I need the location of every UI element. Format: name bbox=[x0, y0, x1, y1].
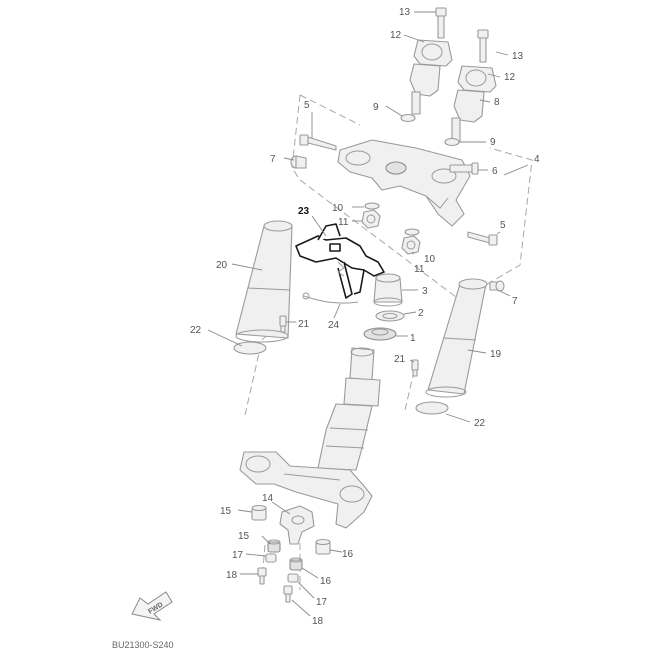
grommet-16-left[interactable] bbox=[267, 539, 281, 553]
washer-10-right[interactable] bbox=[404, 228, 420, 236]
bolt-6[interactable] bbox=[449, 162, 479, 175]
bearing-3[interactable] bbox=[373, 273, 403, 307]
cable-tie-24[interactable] bbox=[302, 292, 359, 304]
cap-7-right[interactable] bbox=[489, 280, 505, 292]
callout-3: 3 bbox=[422, 286, 428, 297]
bolt-5-upper[interactable] bbox=[299, 134, 337, 151]
callout-1: 1 bbox=[410, 333, 416, 344]
callout-19: 19 bbox=[490, 349, 502, 360]
collar-17-right[interactable] bbox=[287, 573, 299, 583]
lower-bracket[interactable] bbox=[239, 451, 373, 529]
callout-labels: 13 12 13 12 8 5 9 9 7 4 6 10 11 23 5 10 … bbox=[190, 7, 540, 627]
washer-10-left[interactable] bbox=[364, 202, 380, 210]
lower-dashed-guide-2 bbox=[261, 544, 266, 581]
callout-7b: 7 bbox=[512, 296, 518, 307]
o-ring-22-left[interactable] bbox=[233, 341, 267, 355]
callout-21b: 21 bbox=[394, 354, 406, 365]
callout-8: 8 bbox=[494, 97, 500, 108]
callout-11b: 11 bbox=[414, 264, 425, 275]
callout-10b: 10 bbox=[424, 254, 436, 265]
grommet-16-right[interactable] bbox=[289, 557, 303, 571]
callout-22b: 22 bbox=[474, 418, 486, 429]
screw-21-right[interactable] bbox=[411, 359, 419, 377]
handlebar-holder-upper-left[interactable] bbox=[413, 39, 453, 67]
washer-9-right[interactable] bbox=[444, 137, 460, 147]
handlebar-holder-upper-right[interactable] bbox=[457, 65, 497, 93]
callout-21a: 21 bbox=[298, 319, 310, 330]
collar-15-right[interactable] bbox=[315, 538, 331, 555]
callout-15a: 15 bbox=[220, 506, 232, 517]
callout-15b: 16 bbox=[342, 549, 354, 560]
callout-12b: 12 bbox=[504, 72, 516, 83]
assembly-dashed-outline bbox=[291, 94, 533, 301]
callout-9b: 9 bbox=[490, 137, 496, 148]
spring-pin bbox=[337, 261, 345, 277]
callout-4: 4 bbox=[534, 154, 540, 165]
cap-7-left[interactable] bbox=[290, 155, 307, 169]
callout-16a: 15 bbox=[238, 531, 250, 542]
highlighted-clamp-23[interactable] bbox=[295, 223, 385, 299]
callout-18a: 18 bbox=[226, 570, 238, 581]
stem-dashed-guide bbox=[244, 319, 283, 416]
callout-12a: 12 bbox=[390, 30, 402, 41]
nut-11-right[interactable] bbox=[401, 235, 421, 255]
callout-18b: 18 bbox=[312, 616, 324, 627]
handlebar-holder-lower-right-8[interactable] bbox=[451, 89, 485, 143]
fwd-arrow-icon: FWD bbox=[131, 591, 173, 621]
callout-2: 2 bbox=[418, 308, 424, 319]
callout-20: 20 bbox=[216, 260, 228, 271]
washer-9-left[interactable] bbox=[400, 113, 416, 123]
callout-17b: 17 bbox=[316, 597, 328, 608]
leader-lines bbox=[207, 11, 529, 617]
handlebar-holder-lower-left[interactable] bbox=[409, 63, 441, 115]
bolt-5-lower[interactable] bbox=[467, 231, 498, 246]
diagram-code: BU21300-S240 bbox=[112, 640, 174, 650]
ring-nut-1[interactable] bbox=[363, 327, 397, 341]
callout-13b: 13 bbox=[512, 51, 524, 62]
fork-tube-cover-20[interactable] bbox=[235, 220, 293, 343]
callout-13a: 13 bbox=[399, 7, 411, 18]
callout-14: 14 bbox=[262, 493, 274, 504]
callout-9a: 9 bbox=[373, 102, 379, 113]
callout-10a: 10 bbox=[332, 203, 344, 214]
upper-bracket[interactable] bbox=[337, 139, 471, 227]
callout-22a: 22 bbox=[190, 325, 202, 336]
callout-6: 6 bbox=[492, 166, 498, 177]
screw-21-left[interactable] bbox=[279, 315, 287, 333]
bolt-18-left[interactable] bbox=[257, 567, 267, 585]
o-ring-22-right[interactable] bbox=[415, 401, 449, 415]
callout-7a: 7 bbox=[270, 154, 276, 165]
collar-17-left[interactable] bbox=[265, 553, 277, 563]
callout-5b: 5 bbox=[500, 220, 506, 231]
callout-17a: 17 bbox=[232, 550, 244, 561]
seal-2[interactable] bbox=[375, 310, 405, 322]
assembly-dashed-line-2 bbox=[299, 94, 361, 126]
callout-16b: 16 bbox=[320, 576, 332, 587]
nut-11-left[interactable] bbox=[361, 209, 381, 229]
callout-24: 24 bbox=[328, 320, 340, 331]
callout-5a: 5 bbox=[304, 100, 310, 111]
collar-15-left[interactable] bbox=[251, 504, 267, 521]
bolt-13-left[interactable] bbox=[435, 7, 447, 39]
bolt-13-right[interactable] bbox=[477, 29, 489, 63]
bracket-14[interactable] bbox=[279, 505, 315, 545]
steering-stem[interactable] bbox=[317, 347, 381, 471]
callout-11a: 11 bbox=[338, 217, 349, 228]
fork-tube-cover-19[interactable] bbox=[425, 278, 488, 398]
bolt-18-right[interactable] bbox=[283, 585, 293, 603]
callout-23-highlighted: 23 bbox=[298, 206, 310, 217]
